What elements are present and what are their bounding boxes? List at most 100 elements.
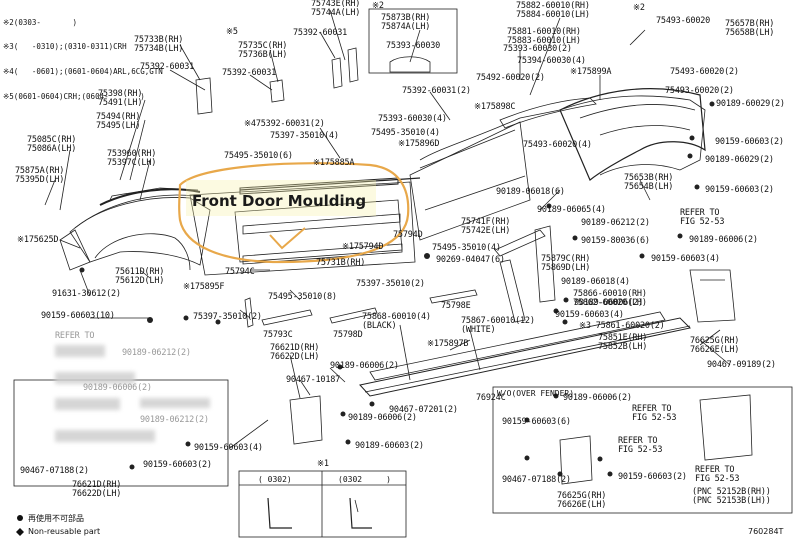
blur-patch [140,398,210,408]
part-number-label: 90189-06006(2) [330,361,399,371]
part-number-label: ※175897B [427,339,469,349]
part-number-label: ※175794D [342,242,384,252]
part-number-label: 75495-35010(8) [268,292,337,302]
part-number-label: 75493-60020(4) [523,140,592,150]
part-number-label: 91631-30612(2) [52,289,121,299]
part-number-label: 75493-60020(2) [665,86,734,96]
part-number-label: 90189-06018(4) [561,277,630,287]
part-number-label: 75867-60010(12) (WHITE) [461,316,535,335]
part-number-label: 75882-60010(RH) 75884-60010(LH) [516,1,590,20]
part-number-label: 90467-07188(2) [20,466,89,476]
part-number-label: 75851E(RH) 75852B(LH) [598,333,648,352]
part-number-label: 75875A(RH) 75395D(LH) [15,166,65,185]
part-number-label: 90189-06006(2) [83,383,152,393]
part-number-label: 90159-80036(6) [581,236,650,246]
blur-patch [55,372,135,384]
part-number-label: 90189-06212(2) [140,415,209,425]
part-number-label: 75611D(RH) 75612D(LH) [115,267,165,286]
part-number-label: 75735C(RH) 75736B(LH) [238,41,288,60]
header-line: ※3( -0310);(0310-0311)CRH [3,42,127,52]
part-number-label: 90467-10187 [286,375,341,385]
part-number-label: ※2 [372,1,384,11]
part-number-label: ※175625D [17,235,59,245]
part-number-label: 90159-60603(10) [41,311,115,321]
wo-box-title: W/O(OVER FENDER) [497,389,575,398]
part-number-label: 76621D(RH) 76622D(LH) [270,343,320,362]
part-number-label: ※175896D [398,139,440,149]
part-number-label: ※2 [633,3,645,13]
blur-patch [55,430,155,442]
part-number-label: 90189-06212(2) [581,218,650,228]
part-number-label: (PNC 52152B(RH)) (PNC 52153B(LH)) [692,487,771,506]
part-number-label: 90159-60603(6) [502,417,571,427]
part-number-label: 75493-60020(2) [670,67,739,77]
callout-highlight [186,180,376,216]
part-number-label: 90159-60603(4) [651,254,720,264]
part-number-label: 90159-60603(2) [715,137,784,147]
part-number-label: 75394-60030(4) [517,56,586,66]
part-number-label: 90159-60603(2) [618,472,687,482]
part-number-label: 75731B(RH) [316,258,366,268]
part-number-label: ※175885A [313,158,355,168]
small-box-left-label: ( 0302) [258,475,292,484]
front-door-shape [189,181,416,276]
part-number-label: 75393-60030(2) [503,44,572,54]
part-number-label: 76924C [476,393,506,403]
part-number-label: 90189-06006(2) [348,413,417,423]
part-number-label: 753960(RH) 75397C(LH) [107,149,157,168]
part-number-label: 75866-60010(RH) 75862-60020(LH) [573,289,647,308]
part-number-label: 75493-60020 [656,16,711,26]
part-number-label: ※175898C [474,102,516,112]
part-number-label: 90189-06065(4) [537,205,606,215]
part-number-label: ※5 [226,27,238,37]
part-number-label: 90189-60603(2) [355,441,424,451]
header-line: ※5(0601-0604)CRH;(0604- ) [3,92,145,102]
blur-patch [55,345,105,357]
part-number-label: 90159-60603(4) [555,310,624,320]
part-number-label: REFER TO FIG 52-53 [618,436,663,455]
part-number-label: REFER TO FIG 52-53 [632,404,677,423]
part-number-label: 90159-60603(2) [143,460,212,470]
part-number-label: 75793C [263,330,293,340]
callout-circle [178,162,410,264]
box-1 [238,470,407,538]
box-2 [368,8,458,74]
part-number-label: 90467-09189(2) [707,360,776,370]
part-number-label: 75653B(RH) 75654B(LH) [624,173,674,192]
part-number-label: ※175899A [570,67,612,77]
part-number-label: 75794D [393,230,423,240]
part-number-label: 90189-06006(2) [563,393,632,403]
part-number-label: 75492-60020(2) [476,73,545,83]
part-number-label: 90467-07188(2) [502,475,571,485]
part-number-label: 90189-06029(2) [705,155,774,165]
part-number-label: 90159-60603(4) [194,443,263,453]
part-number-label: 75868-60010(4) (BLACK) [362,312,431,331]
part-number-label: 76625G(RH) 76626E(LH) [557,491,607,510]
part-number-label: 90269-04047(6) [436,255,505,265]
part-number-label: ※175895F [183,282,225,292]
rear-door-shape [409,121,531,241]
part-number-label: ※3 75861-60020(2) [579,321,665,331]
part-number-label: 75393-60030 [386,41,441,51]
part-number-label: 75085C(RH) 75086A(LH) [27,135,77,154]
part-number-label: 76625G(RH) 76626E(LH) [690,336,740,355]
part-number-label: 75494(RH) 75495(LH) [96,112,141,131]
part-number-label: ※475392-60031(2) [244,119,325,129]
part-number-label: 75881-60010(RH) 75883-60010(LH) [507,27,581,46]
part-number-label: 75879C(RH) 75869D(LH) [541,254,591,273]
mudflap-wo [559,435,593,485]
part-number-label: 75873B(RH) 75874A(LH) [381,13,431,32]
part-number-label: 75741F(RH) 75742E(LH) [461,217,511,236]
part-number-label: 76621D(RH) 76622D(LH) [72,480,122,499]
part-number-label: REFER TO FIG 52-53 [680,208,725,227]
figure-id: 760284T [748,527,784,536]
mudflap-rear [689,269,736,323]
part-number-label: 75397-35010(2) [193,312,262,322]
part-number-label: 90189-06212(2) [122,348,191,358]
part-number-label: 90189-60029(2) [716,99,785,109]
part-number-label: 75392-60031 [293,28,348,38]
blur-patch [55,398,120,410]
part-number-label: 75392-60031(2) [402,86,471,96]
part-number-label: 75392-60031 [222,68,277,78]
